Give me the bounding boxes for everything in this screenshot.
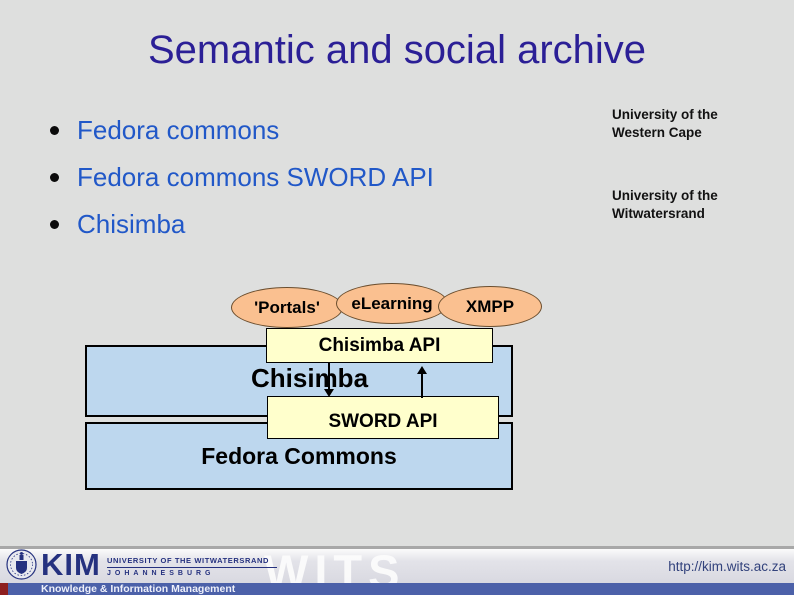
portals-label: 'Portals' <box>254 297 320 317</box>
university-name-line1: UNIVERSITY OF THE WITWATERSRAND <box>107 556 270 565</box>
university-name-line2: JOHANNESBURG <box>107 567 277 577</box>
sword-api-label: SWORD API <box>328 411 438 432</box>
bullet-label: Fedora commons <box>77 115 280 145</box>
footer-strip-red-accent <box>0 583 8 595</box>
bullet-label: Chisimba <box>77 209 186 239</box>
arrow-up-icon <box>416 366 428 398</box>
footer-strip: Knowledge & Information Management <box>0 583 794 595</box>
bullet-icon <box>50 220 59 229</box>
slide-title: Semantic and social archive <box>147 28 647 72</box>
side-note-uwc: University of the Western Cape <box>612 107 718 140</box>
list-item: Fedora commons <box>42 114 582 146</box>
diagram-box-sword-api: SWORD API <box>267 396 499 439</box>
fedora-commons-label: Fedora Commons <box>201 442 397 469</box>
arrow-down-icon <box>323 362 335 397</box>
footer-band <box>0 549 794 583</box>
side-note-wits: University of the Witwatersrand <box>612 188 718 221</box>
university-crest-icon <box>6 549 37 580</box>
elearning-label: eLearning <box>351 293 433 313</box>
bullet-list: Fedora commons Fedora commons SWORD API … <box>42 114 582 255</box>
chisimba-label: Chisimba <box>251 363 369 393</box>
footer-tagline: Knowledge & Information Management <box>41 583 236 595</box>
footer-divider <box>0 546 794 549</box>
bullet-icon <box>50 173 59 182</box>
bullet-label: Fedora commons SWORD API <box>77 162 434 192</box>
bullet-icon <box>50 126 59 135</box>
diagram-box-chisimba-api: Chisimba API <box>266 328 493 363</box>
university-name-block: UNIVERSITY OF THE WITWATERSRAND JOHANNES… <box>107 556 277 577</box>
list-item: Chisimba <box>42 208 582 240</box>
list-item: Fedora commons SWORD API <box>42 161 582 193</box>
kim-logo: KIM <box>41 547 101 582</box>
diagram-ellipse-elearning: eLearning <box>336 283 448 324</box>
chisimba-api-label: Chisimba API <box>318 334 441 356</box>
footer-url-link[interactable]: http://kim.wits.ac.za <box>668 559 786 574</box>
diagram-ellipse-portals: 'Portals' <box>231 287 343 328</box>
xmpp-label: XMPP <box>465 296 515 316</box>
diagram-ellipse-xmpp: XMPP <box>438 286 542 327</box>
